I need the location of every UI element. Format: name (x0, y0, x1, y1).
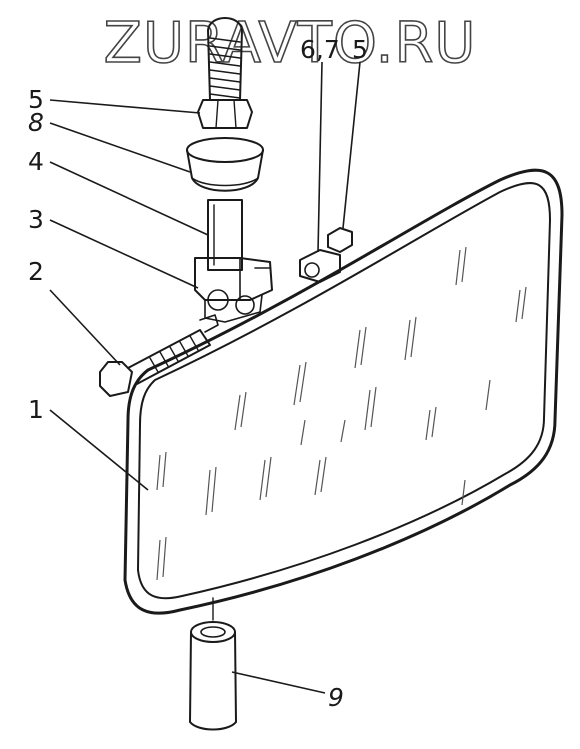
callout-6-7: 6,7 (300, 35, 340, 64)
mounting-stem (207, 199, 243, 271)
callout-5-left: 5 (28, 85, 44, 114)
callout-2: 2 (28, 257, 44, 286)
mounting-bracket (194, 257, 273, 323)
watermark-text: ZURAVTO.RU (104, 11, 477, 76)
threaded-rod (207, 17, 243, 101)
leader-lines (49, 61, 361, 694)
callout-4: 4 (28, 147, 44, 176)
rubber-boot (186, 137, 264, 192)
mirror-body (123, 168, 564, 615)
callout-9: 9 (328, 683, 344, 712)
adjusting-screw (99, 314, 219, 397)
right-nut-assembly (299, 227, 353, 283)
sleeve (189, 597, 237, 731)
callout-8: 8 (28, 108, 44, 137)
callout-5-right: 5 (352, 35, 368, 64)
callout-3: 3 (28, 205, 44, 234)
callout-1: 1 (28, 395, 44, 424)
top-hex-nut (197, 99, 253, 129)
